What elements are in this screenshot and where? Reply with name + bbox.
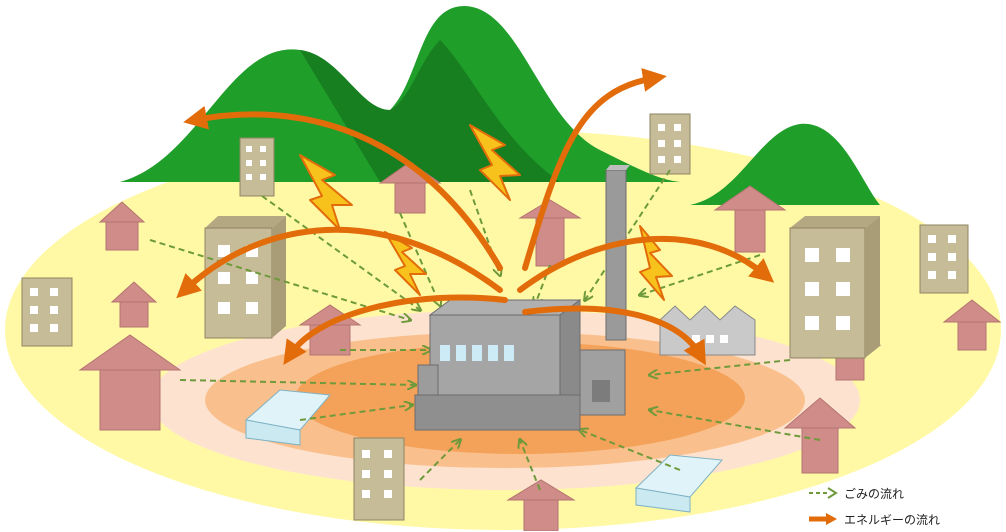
orange-arrow-icon: [808, 512, 838, 526]
legend-label-energy-flow: エネルギーの流れ: [844, 511, 940, 528]
legend-label-waste-flow: ごみの流れ: [844, 485, 904, 502]
building-bottom: [354, 438, 404, 520]
legend-item-waste-flow: ごみの流れ: [808, 480, 1004, 506]
building-far-right: [920, 225, 968, 293]
building-left-edge: [22, 278, 72, 346]
building-top-right: [650, 114, 690, 174]
legend: ごみの流れ エネルギーの流れ: [808, 480, 1004, 532]
building-large: [205, 216, 286, 338]
legend-item-energy-flow: エネルギーの流れ: [808, 506, 1004, 532]
building-small: [240, 138, 274, 196]
dashed-green-arrow-icon: [808, 487, 838, 499]
building-right-large: [790, 216, 880, 358]
